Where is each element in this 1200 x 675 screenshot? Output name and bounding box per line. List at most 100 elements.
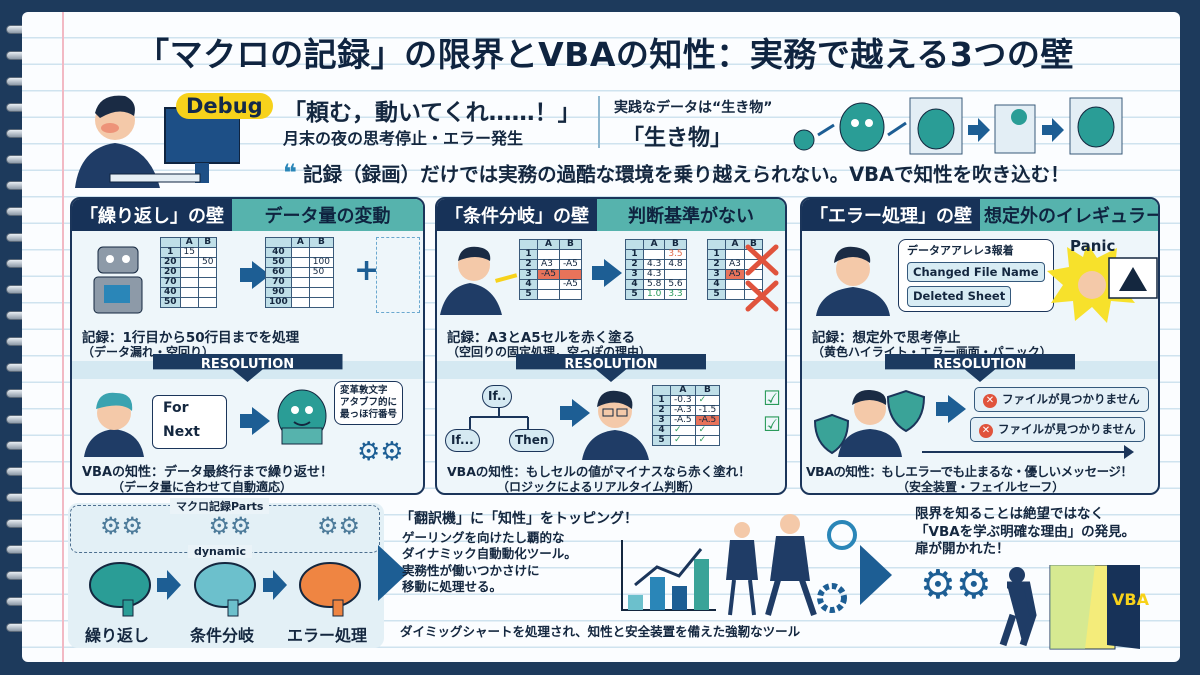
table-cell: 50 — [308, 267, 334, 278]
table-row: 40 — [160, 287, 218, 298]
table-cell: -1.5 — [694, 405, 721, 416]
table-cell: B — [308, 237, 334, 248]
table-cell — [290, 277, 310, 288]
table-cell: 50 — [197, 257, 218, 268]
table-cell: 1.0 — [642, 289, 666, 300]
monster-speech-bubble: 変革敦文字 アタブフ的に 最っほ行番号 — [334, 381, 404, 425]
error-message-text: ファイルが見つかりません — [998, 422, 1136, 436]
table-cell: A — [290, 237, 310, 248]
table-cell — [558, 249, 582, 260]
table-cell — [537, 279, 560, 290]
header-quote: 「頼む，動いてくれ……！」 — [283, 100, 581, 126]
debug-badge: Debug — [176, 93, 273, 119]
shielded-person-illustration — [813, 389, 926, 457]
table-row: 5 — [519, 289, 582, 300]
table-cell — [558, 289, 582, 300]
cross-mark-icons — [745, 244, 779, 312]
table-cell: 4 — [707, 279, 726, 290]
table-cell — [290, 287, 310, 298]
table-cell: -A.3 — [670, 405, 696, 416]
table-cell — [197, 277, 218, 288]
business-people-walking-illustration — [726, 514, 857, 616]
table-cell — [652, 385, 671, 396]
brain-label-condition: 条件分岐 — [190, 626, 255, 645]
table-cell — [197, 297, 218, 308]
table-cell — [179, 267, 199, 278]
footer-text: ダイミッグシャートを処理され、知性と安全装置を備えた強靭なツール — [400, 624, 801, 639]
table-cell — [707, 239, 726, 250]
changed-file-name-chip: Changed File Name — [907, 261, 1045, 283]
deleted-sheet-chip: Deleted Sheet — [907, 286, 1012, 307]
arrow-right-icon — [592, 259, 622, 287]
table-cell: ✓ — [694, 435, 721, 446]
record-text: 記録：想定外で思考停止 — [812, 330, 961, 346]
table-cell: 3.3 — [664, 289, 687, 300]
table-cell: A — [642, 239, 666, 250]
gears-icon: ⚙⚙ — [357, 437, 404, 467]
table-row: 1-0.3✓ — [652, 395, 721, 406]
table-cell: 5 — [652, 435, 671, 446]
table-cell — [290, 247, 310, 258]
table-cell: 5.8 — [642, 279, 666, 290]
table-cell: 5 — [519, 289, 538, 300]
table-cell: 3 — [625, 269, 644, 280]
for-next-loop-box: For Next — [152, 395, 227, 449]
gear-icon: ⚙⚙ — [208, 512, 252, 540]
parts-gears: ⚙⚙⚙⚙⚙⚙ — [100, 512, 360, 540]
table-cell: B — [558, 239, 582, 250]
table-cell — [519, 239, 538, 250]
parts-label: マクロ記録Parts — [170, 498, 270, 514]
continue-arrowhead-icon — [1124, 445, 1134, 459]
panel-subtitle: 判断基準がない — [597, 199, 785, 231]
table-cell — [537, 289, 560, 300]
header-subtitle: 月末の夜の思考停止・エラー発生 — [283, 129, 524, 148]
table-cell: 15 — [179, 247, 199, 258]
table-cell — [197, 267, 218, 278]
table-cell: 4.3 — [642, 269, 666, 280]
table-cell: B — [197, 237, 218, 248]
brain-label-error: エラー処理 — [287, 626, 368, 645]
table-cell — [308, 277, 334, 288]
table-row: 70 — [265, 277, 334, 288]
gears-icon: ⚙⚙ — [920, 562, 992, 608]
table-cell: 5.6 — [664, 279, 687, 290]
table-cell: 2 — [519, 259, 538, 270]
table-cell: 1 — [160, 247, 181, 258]
table-cell: -A5 — [558, 279, 582, 290]
record-text: 記録：A3とA5セルを赤く塗る — [447, 330, 636, 346]
margin-line — [62, 12, 64, 662]
vba-solution-note: （データ量に合わせて自動適応） — [112, 480, 293, 494]
table-cell: 5 — [625, 289, 644, 300]
tagline-text: 記録（録画）だけでは実務の過酷な環境を乗り越えられない。VBAで知性を吹き込む！ — [303, 163, 1070, 186]
arrow-right-icon — [560, 399, 590, 427]
dynamic-label: dynamic — [188, 545, 253, 558]
table-cell: ✓ — [694, 395, 721, 406]
chart-bar — [672, 586, 687, 610]
error-x-icon: ✕ — [983, 394, 997, 408]
conclusion-text: 限界を知ることは絶望ではなく 「VBAを学ぶ明確な理由」の発見。 扉が開かれた！ — [915, 506, 1136, 558]
table-cell: A — [179, 237, 199, 248]
big-arrow-icon — [378, 545, 408, 601]
then-branch-bubble: Then — [509, 429, 555, 452]
table-cell — [290, 267, 310, 278]
table-cell: 3 — [652, 415, 671, 426]
table-cell: 3.5 — [664, 249, 687, 260]
panel-title: 「繰り返し」の壁 — [72, 199, 232, 231]
chart-bar — [650, 577, 665, 610]
table-cell: 20 — [160, 257, 181, 268]
topping-body: ゲーリングを向けたし覇的な ダイナミック自動動化ツール。 実務性が働いつかさけに… — [402, 530, 577, 594]
person-with-pen-illustration — [440, 246, 518, 315]
table-cell: 4 — [625, 279, 644, 290]
